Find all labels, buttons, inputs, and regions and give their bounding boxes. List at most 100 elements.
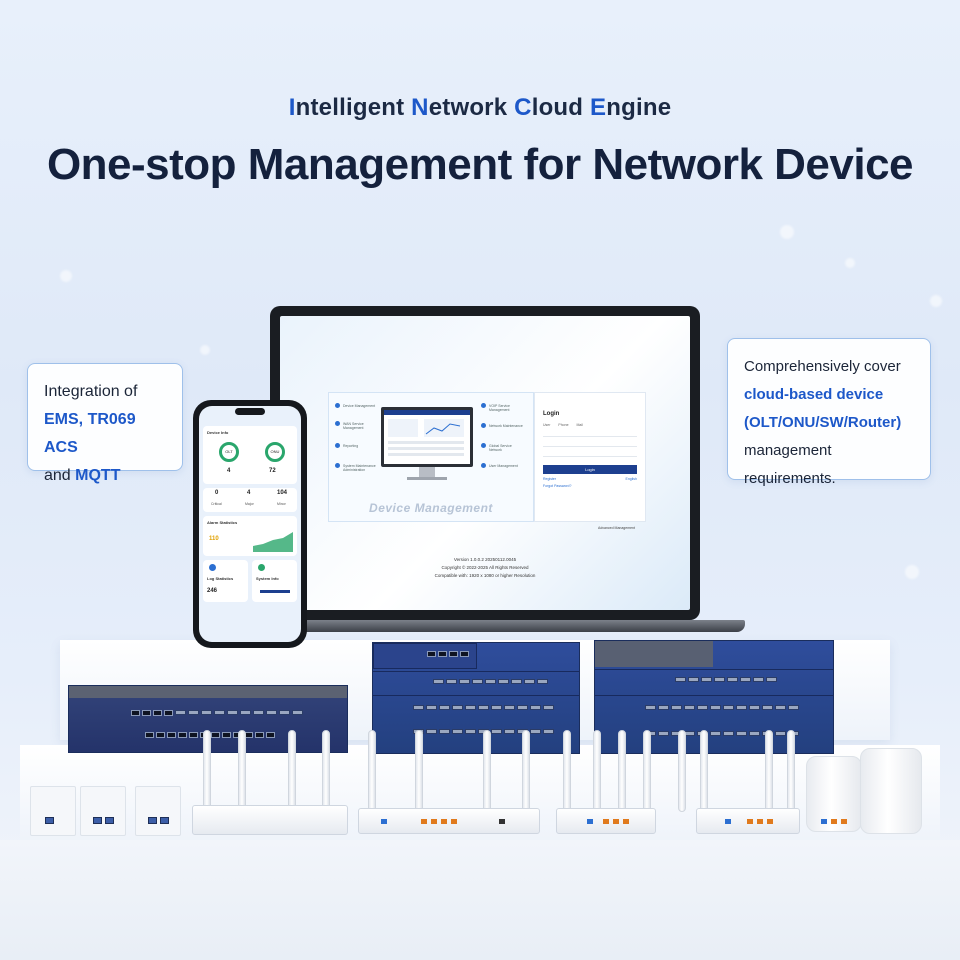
sfp-port: [727, 677, 738, 682]
ethernet-port: [145, 732, 154, 738]
antenna: [368, 730, 376, 812]
sfp-port: [749, 705, 760, 710]
menu-item[interactable]: WAN Service Management: [343, 422, 364, 430]
ethernet-port: [266, 732, 275, 738]
subtitle-initial: C: [514, 94, 532, 121]
wall-panel-onu: [30, 786, 76, 836]
menu-item[interactable]: Global Service Network: [489, 444, 512, 452]
router-onu: [556, 808, 656, 834]
menu-item[interactable]: Device Management: [343, 404, 376, 408]
subtitle-initial: N: [411, 94, 429, 121]
version-info: Version 1.0.0.2 20250112.0045 Copyright …: [280, 556, 690, 580]
sfp-port: [201, 710, 212, 715]
phone-screen: Device Info OLT 4 ONU 72 0 Critical 4 Ma…: [199, 406, 301, 642]
ethernet-jack: [148, 817, 157, 824]
port-row: [427, 651, 469, 657]
menu-dot-icon: [335, 403, 340, 408]
ethernet-port: [178, 732, 187, 738]
switch-stack-center: [372, 642, 580, 754]
sfp-row: [675, 677, 777, 682]
router-wifi: [192, 805, 348, 835]
subtitle-initial: E: [590, 94, 607, 121]
sfp-port: [749, 731, 760, 736]
sfp-port: [279, 710, 290, 715]
system-info-bar: [260, 590, 290, 593]
sfp-port: [485, 679, 496, 684]
sfp-port: [465, 729, 476, 734]
sfp-port: [710, 705, 721, 710]
critical-count: 0: [215, 490, 219, 496]
menu-item[interactable]: User Management: [489, 464, 518, 468]
ethernet-jack: [160, 817, 169, 824]
menu-item[interactable]: Reporting: [343, 444, 359, 448]
log-statistics-title: Log Statistics: [207, 576, 234, 581]
language-select[interactable]: English: [625, 477, 637, 481]
antenna: [678, 730, 686, 812]
minor-count: 104: [277, 490, 288, 496]
menu-item[interactable]: Network Maintenance: [489, 424, 523, 428]
port: [757, 819, 763, 824]
username-field[interactable]: [543, 431, 637, 437]
version-line: Version 1.0.0.2 20250112.0045: [453, 557, 517, 562]
login-links: Register English: [543, 477, 637, 481]
ethernet-jack: [93, 817, 102, 824]
terms-checkbox[interactable]: [543, 451, 637, 457]
login-form: Login User Phone Mail Login Register Eng…: [534, 392, 646, 522]
sfp-port: [658, 731, 669, 736]
ethernet-port: [222, 732, 231, 738]
port: [623, 819, 629, 824]
forgot-password-link[interactable]: Forgot Password?: [543, 484, 572, 488]
dashboard-thumbnail: [384, 410, 470, 456]
compatibility-line: Compatible with: 1920 x 1080 or higher R…: [434, 573, 536, 578]
callout-highlight: MQTT: [75, 467, 121, 484]
smartphone: Device Info OLT 4 ONU 72 0 Critical 4 Ma…: [193, 400, 307, 648]
login-title: Login: [543, 411, 560, 417]
device-info-card: Device Info OLT 4 ONU 72: [203, 426, 297, 484]
switch-unit-divider: [595, 695, 833, 696]
sfp-port: [253, 710, 264, 715]
system-info-title: System Info: [256, 576, 279, 581]
sfp-port: [524, 679, 535, 684]
menu-item[interactable]: VOIP Service Management: [489, 404, 510, 412]
sfp-port: [240, 710, 251, 715]
tab-user[interactable]: User: [543, 423, 551, 427]
password-field[interactable]: [543, 441, 637, 447]
subtitle-word: etwork: [428, 94, 515, 121]
antenna: [643, 730, 651, 812]
sfp-port: [459, 679, 470, 684]
onu-ring: ONU: [265, 442, 285, 462]
bokeh-light: [845, 258, 855, 268]
subtitle: Intelligent Network Cloud Engine: [0, 94, 960, 122]
menu-dot-icon: [481, 463, 486, 468]
alarm-sparkline: [253, 532, 293, 552]
system-icon: [258, 564, 265, 571]
sfp-port: [766, 677, 777, 682]
sfp-port: [788, 705, 799, 710]
olt-ring: OLT: [219, 442, 239, 462]
register-link[interactable]: Register: [543, 477, 557, 481]
critical-label: Critical: [211, 502, 222, 506]
port-row: [131, 710, 303, 716]
sfp-port: [701, 677, 712, 682]
tab-mail[interactable]: Mail: [576, 423, 583, 427]
port: [821, 819, 827, 824]
laptop-screen: Device Management WAN Service Management…: [280, 316, 690, 610]
log-icon: [209, 564, 216, 571]
tab-phone[interactable]: Phone: [558, 423, 569, 427]
antenna: [415, 730, 423, 812]
mesh-node: [806, 756, 862, 832]
sfp-port: [413, 705, 424, 710]
switch-unit-divider: [373, 671, 579, 672]
menu-item[interactable]: System Maintenance Administration: [343, 464, 376, 472]
ethernet-port: [449, 651, 458, 657]
sfp-row: [413, 705, 554, 710]
switch-unit-divider: [595, 669, 833, 670]
sfp-port: [452, 729, 463, 734]
login-button[interactable]: Login: [543, 465, 637, 474]
switch-unit: [373, 643, 477, 669]
subtitle-initial: I: [288, 94, 296, 121]
phone-notch: [235, 408, 265, 415]
port: [603, 819, 609, 824]
sfp-port: [688, 677, 699, 682]
sfp-port: [175, 710, 186, 715]
